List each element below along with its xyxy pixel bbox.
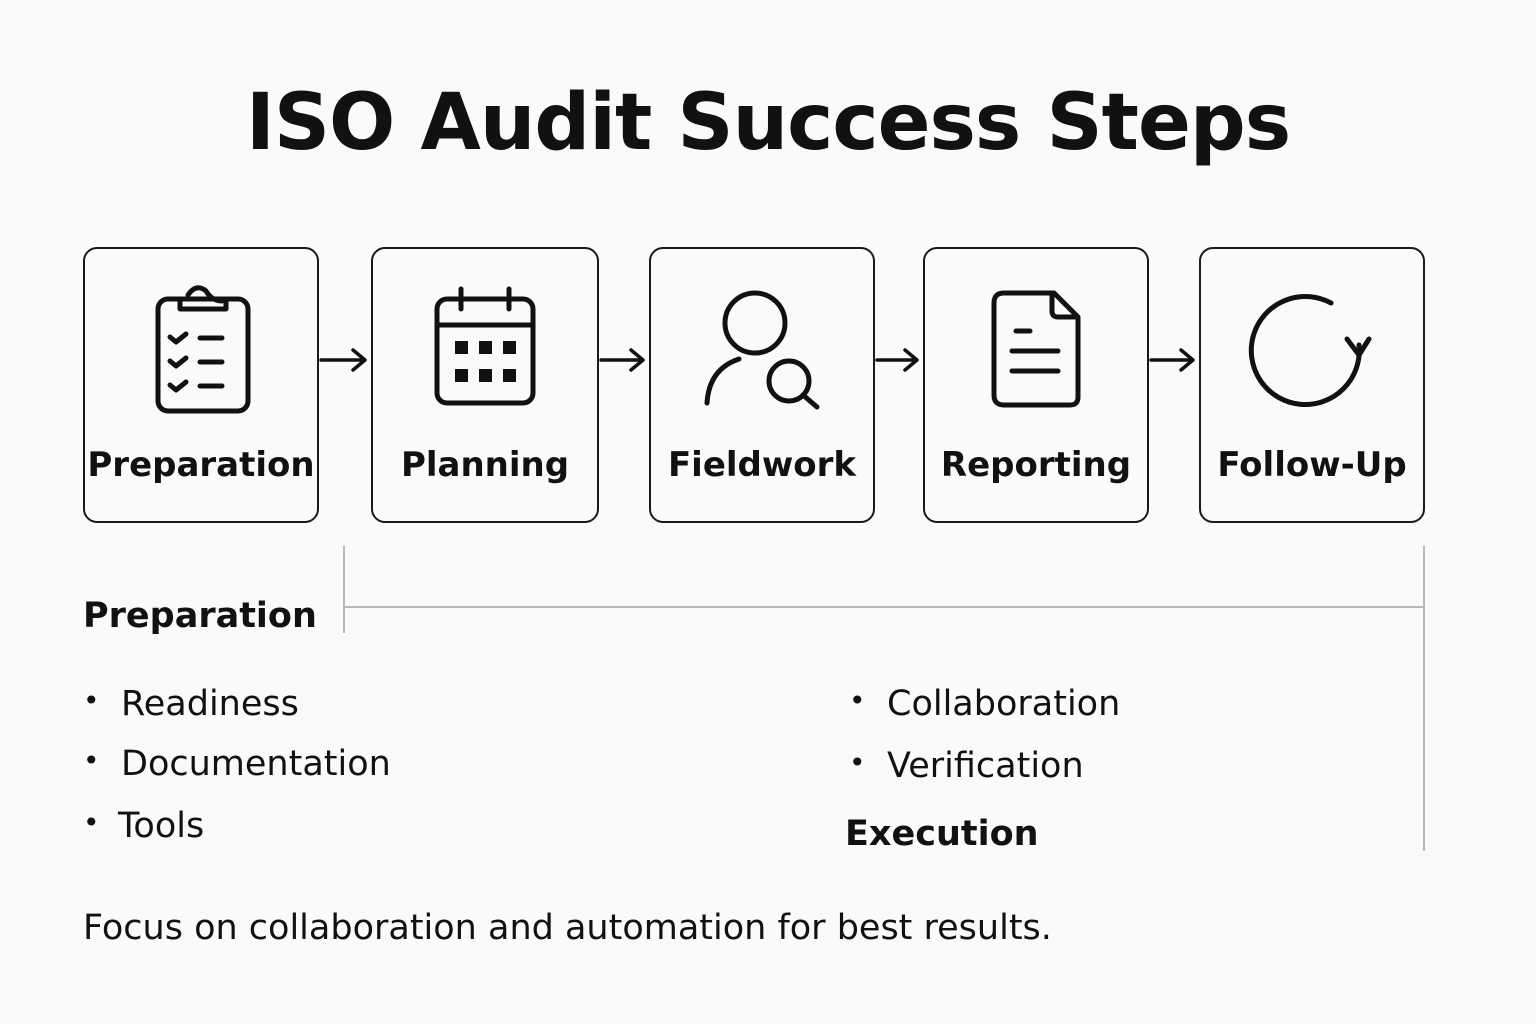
step-label: Follow-Up [1217,445,1407,485]
document-icon [991,290,1081,408]
connector-line [343,546,345,633]
arrow-right-icon [1149,348,1195,372]
connector-line [1423,546,1425,851]
footer-note: Focus on collaboration and automation fo… [83,908,1052,948]
step-label: Preparation [87,445,315,485]
step-label: Reporting [940,445,1132,485]
arrow-right-icon [875,348,919,372]
step-label: Planning [400,445,570,485]
diagram-title: ISO Audit Success Steps [245,78,1291,168]
step-reporting: Reporting [923,247,1149,523]
step-preparation: Preparation [83,247,319,523]
refresh-cycle-icon [1248,294,1372,407]
step-follow-up: Follow-Up [1199,247,1425,523]
step-planning: Planning [371,247,599,523]
section-heading-preparation: Preparation [83,596,317,636]
arrow-right-icon [319,348,367,372]
calendar-icon [434,286,536,406]
clipboard-checklist-icon [155,285,251,414]
person-search-icon [704,290,820,410]
arrow-right-icon [599,348,645,372]
step-label: Fieldwork [667,445,857,485]
section-heading-execution: Execution [845,814,1039,854]
step-fieldwork: Fieldwork [649,247,875,523]
connector-line [343,606,1425,608]
